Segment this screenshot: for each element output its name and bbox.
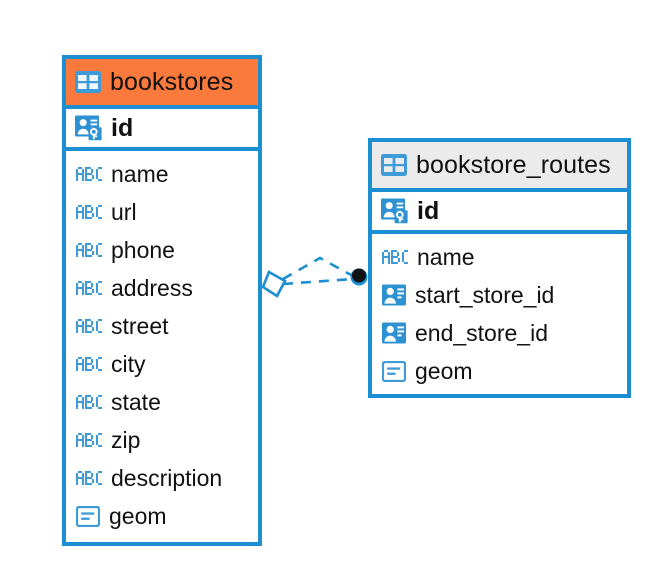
field-row-address[interactable]: address xyxy=(66,269,258,307)
primary-key-icon xyxy=(75,115,102,141)
field-row-end-store-id[interactable]: end_store_id xyxy=(372,314,627,352)
field-row-city[interactable]: city xyxy=(66,345,258,383)
field-label: phone xyxy=(111,236,175,263)
abc-text-icon xyxy=(76,281,102,295)
abc-text-icon xyxy=(76,319,102,333)
abc-text-icon xyxy=(76,167,102,181)
field-row-phone[interactable]: phone xyxy=(66,231,258,269)
field-label: start_store_id xyxy=(415,281,555,308)
primary-key-label-bookstore-routes: id xyxy=(417,196,440,225)
field-label: city xyxy=(111,350,146,377)
geometry-icon xyxy=(75,505,101,527)
field-label: address xyxy=(111,274,193,301)
entity-title-bookstore-routes: bookstore_routes xyxy=(416,150,611,179)
geometry-icon xyxy=(381,360,407,382)
field-row-description[interactable]: description xyxy=(66,459,258,497)
entity-bookstore-routes[interactable]: bookstore_routes xyxy=(368,138,631,398)
field-list-bookstores: name xyxy=(66,151,258,540)
field-row-zip[interactable]: zip xyxy=(66,421,258,459)
entity-bookstores[interactable]: bookstores xyxy=(62,55,262,546)
field-label: state xyxy=(111,388,161,415)
field-row-name[interactable]: name xyxy=(372,238,627,276)
foreign-key-icon xyxy=(382,322,406,344)
field-row-url[interactable]: url xyxy=(66,193,258,231)
entity-header-bookstores[interactable]: bookstores xyxy=(66,59,258,105)
field-list-bookstore-routes: name start_store_id xyxy=(372,234,627,395)
field-row-state[interactable]: state xyxy=(66,383,258,421)
table-icon xyxy=(75,71,101,93)
field-label: url xyxy=(111,198,137,225)
entity-title-bookstores: bookstores xyxy=(110,67,234,96)
diamond-marker xyxy=(261,270,287,298)
abc-text-icon xyxy=(76,471,102,485)
abc-text-icon xyxy=(76,433,102,447)
abc-text-icon xyxy=(76,205,102,219)
field-label: description xyxy=(111,464,223,491)
primary-key-label-bookstores: id xyxy=(111,113,134,142)
foreign-key-icon xyxy=(382,284,406,306)
field-label: end_store_id xyxy=(415,319,548,346)
field-row-geom[interactable]: geom xyxy=(372,352,627,390)
field-label: geom xyxy=(109,502,167,529)
relationship-line-upper xyxy=(282,256,354,281)
field-label: zip xyxy=(111,426,141,453)
relationship-line-lower xyxy=(282,277,354,286)
abc-text-icon xyxy=(76,357,102,371)
field-label: name xyxy=(417,243,475,270)
field-label: street xyxy=(111,312,169,339)
table-icon xyxy=(381,154,407,176)
entity-header-bookstore-routes[interactable]: bookstore_routes xyxy=(372,142,627,188)
field-row-street[interactable]: street xyxy=(66,307,258,345)
abc-text-icon xyxy=(382,250,408,264)
field-row-name[interactable]: name xyxy=(66,155,258,193)
primary-key-row-bookstore-routes[interactable]: id xyxy=(372,188,627,234)
field-row-geom[interactable]: geom xyxy=(66,497,258,535)
primary-key-row-bookstores[interactable]: id xyxy=(66,105,258,151)
filled-dot-marker xyxy=(350,268,368,286)
abc-text-icon xyxy=(76,243,102,257)
field-row-start-store-id[interactable]: start_store_id xyxy=(372,276,627,314)
abc-text-icon xyxy=(76,395,102,409)
field-label: name xyxy=(111,160,169,187)
field-label: geom xyxy=(415,357,473,384)
primary-key-icon xyxy=(381,198,408,224)
